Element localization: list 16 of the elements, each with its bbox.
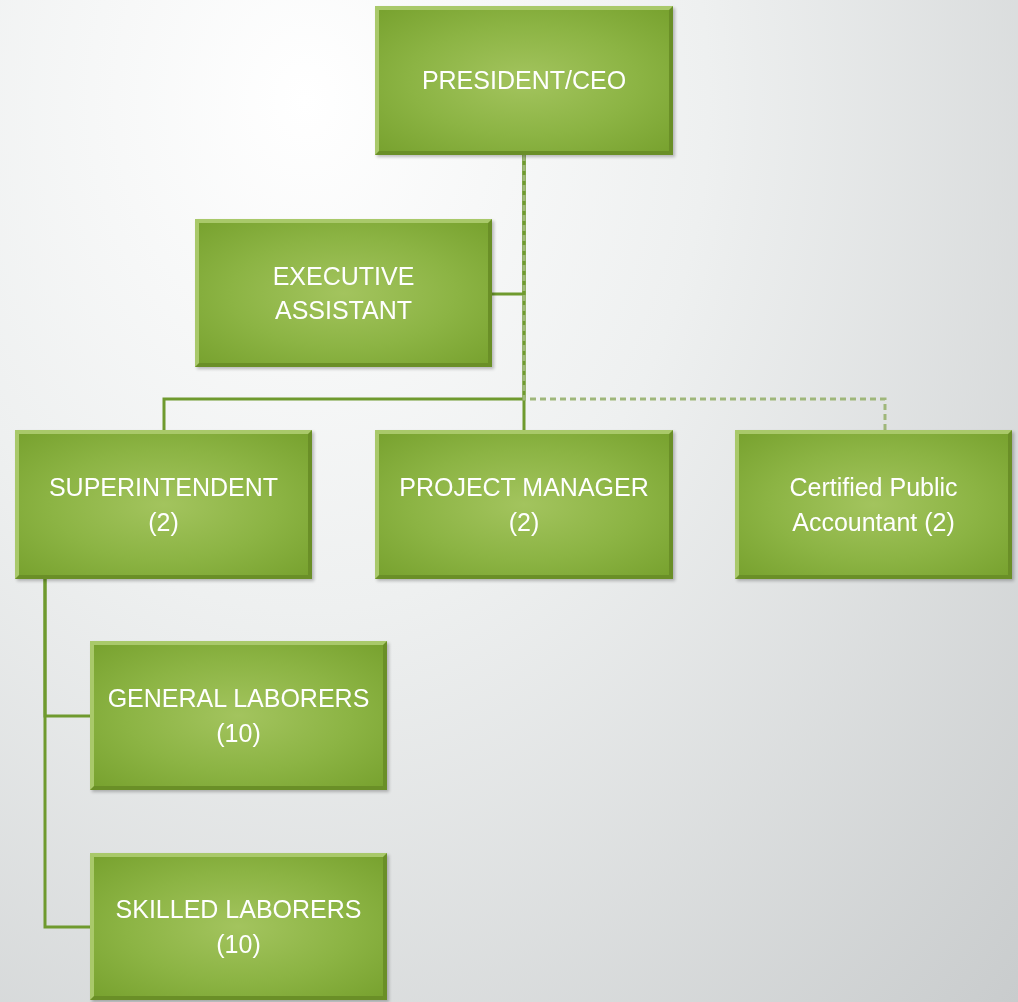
org-box	[375, 6, 673, 155]
role-label: PROJECT MANAGER (2)	[398, 472, 650, 538]
org-box	[735, 430, 1012, 579]
connector-line	[43, 579, 90, 929]
role-label: PRESIDENT/CEO	[421, 65, 627, 97]
dashed-connector	[522, 155, 887, 430]
org-box	[90, 641, 387, 790]
org-box	[195, 219, 492, 367]
role-label: SKILLED LABORERS (10)	[114, 894, 363, 960]
org-box	[15, 430, 312, 579]
role-label: Certified Public Accountant (2)	[788, 472, 959, 538]
org-box	[375, 430, 673, 579]
role-label: GENERAL LABORERS (10)	[106, 683, 371, 749]
org-box	[90, 853, 387, 1000]
role-label: EXECUTIVE ASSISTANT	[271, 260, 416, 326]
role-label: SUPERINTENDENT (2)	[47, 472, 280, 538]
